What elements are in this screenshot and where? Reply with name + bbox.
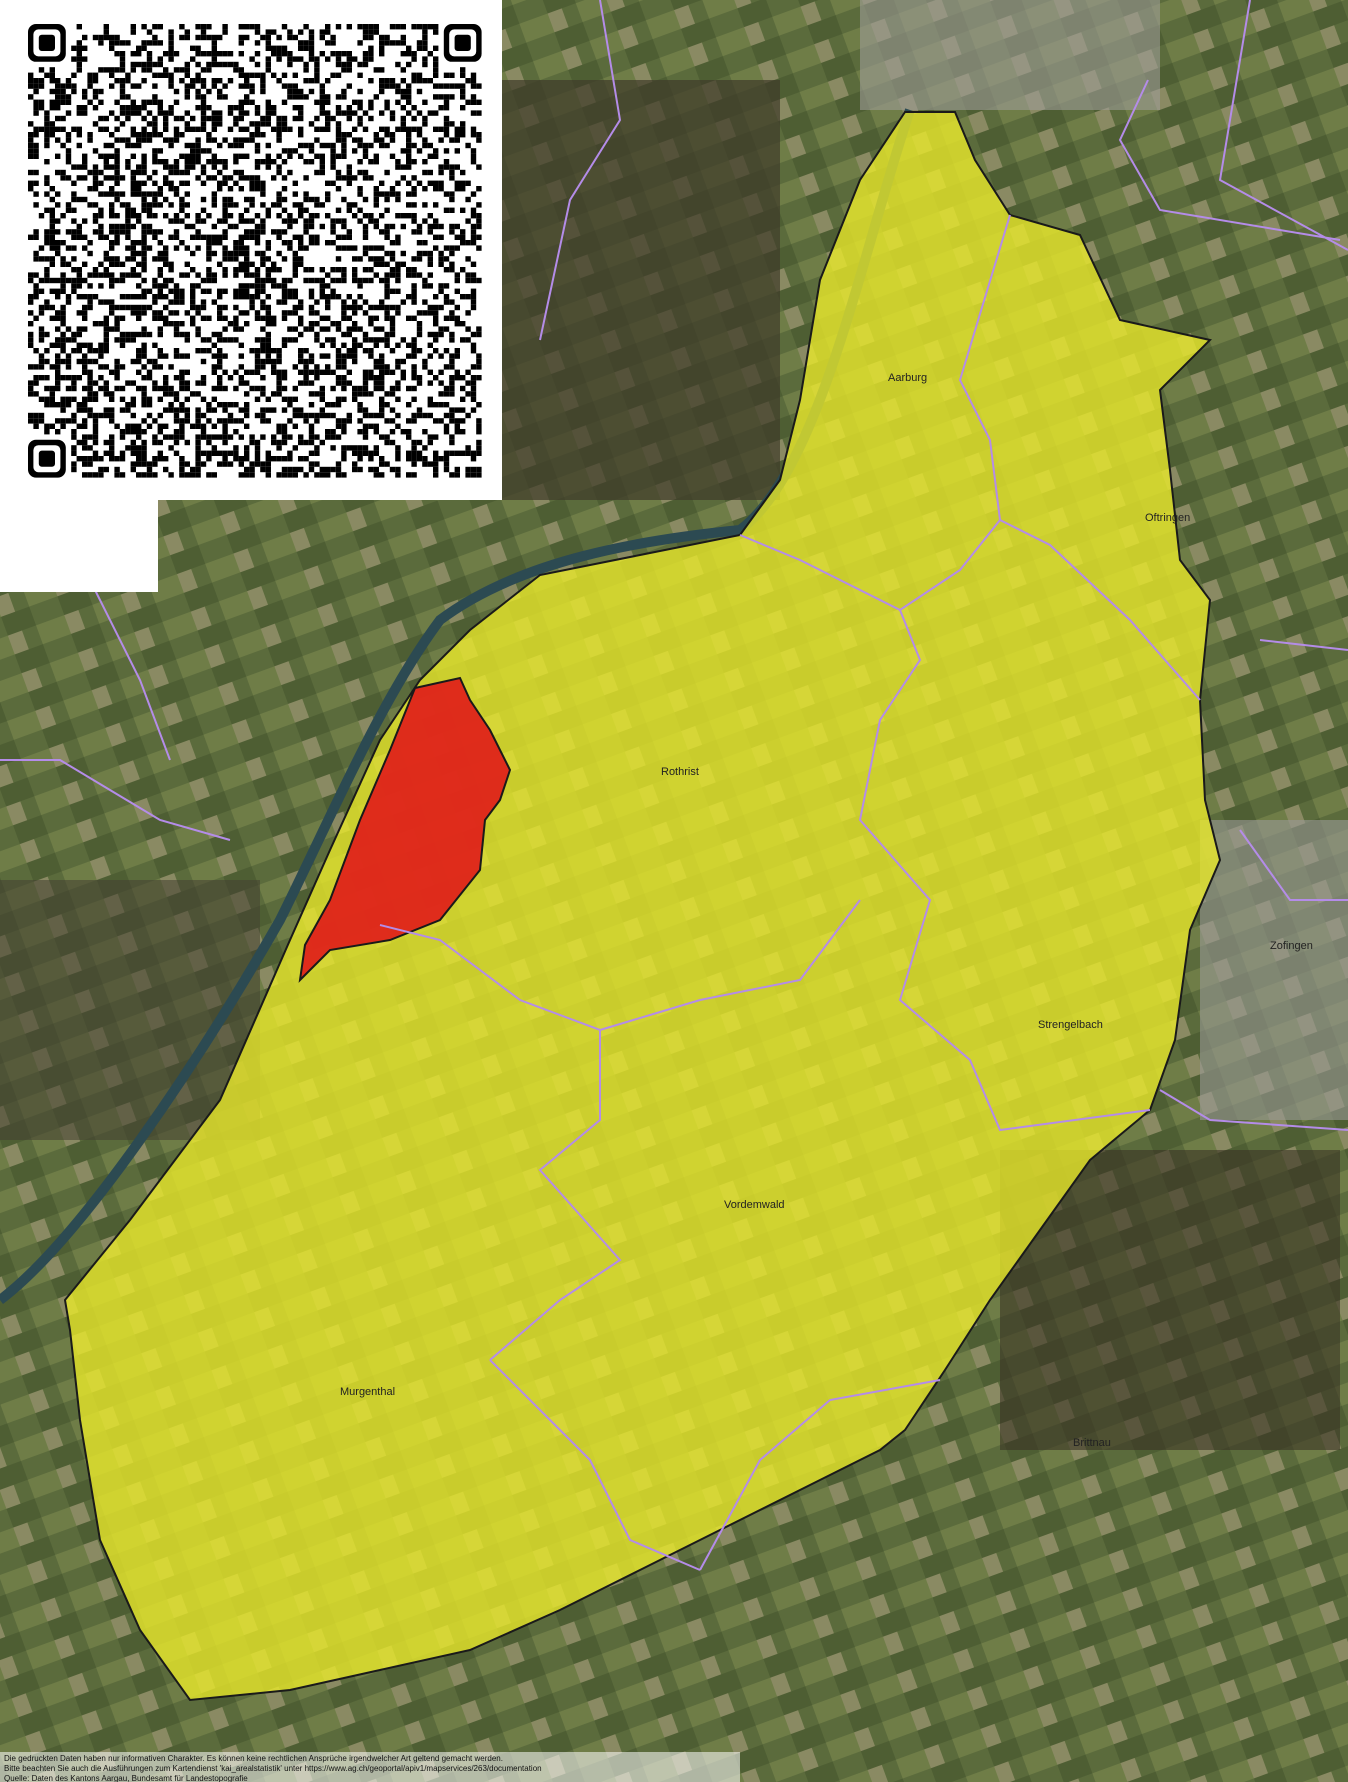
region-selected-red[interactable]	[298, 676, 512, 983]
region-yellow[interactable]	[63, 111, 1222, 1702]
place-label-brittnau: Brittnau	[1073, 1437, 1111, 1449]
footer-line-1: Die gedruckten Daten haben nur informati…	[4, 1754, 503, 1763]
forest-patch	[0, 880, 260, 1140]
forest-patch	[500, 80, 780, 500]
footer-line-3: Quelle: Daten des Kantons Aargau, Bundes…	[4, 1774, 248, 1782]
place-label-strengelbach: Strengelbach	[1038, 1019, 1103, 1031]
place-label-rothrist: Rothrist	[661, 766, 699, 778]
place-label-murgenthal: Murgenthal	[340, 1386, 395, 1398]
qr-code-panel	[0, 0, 502, 500]
place-label-vordemwald: Vordemwald	[724, 1199, 785, 1211]
settlement-patch	[860, 0, 1160, 110]
qr-code-icon	[28, 24, 482, 478]
place-label-aarburg: Aarburg	[888, 372, 927, 384]
settlement-patch	[1200, 820, 1348, 1120]
footer-line-2: Bitte beachten Sie auch die Ausführungen…	[4, 1764, 542, 1773]
qr-panel-lower-white	[0, 500, 158, 592]
place-label-zofingen: Zofingen	[1270, 940, 1313, 952]
place-label-oftringen: Oftringen	[1145, 512, 1190, 524]
footer-disclaimer: Die gedruckten Daten haben nur informati…	[0, 1752, 740, 1782]
